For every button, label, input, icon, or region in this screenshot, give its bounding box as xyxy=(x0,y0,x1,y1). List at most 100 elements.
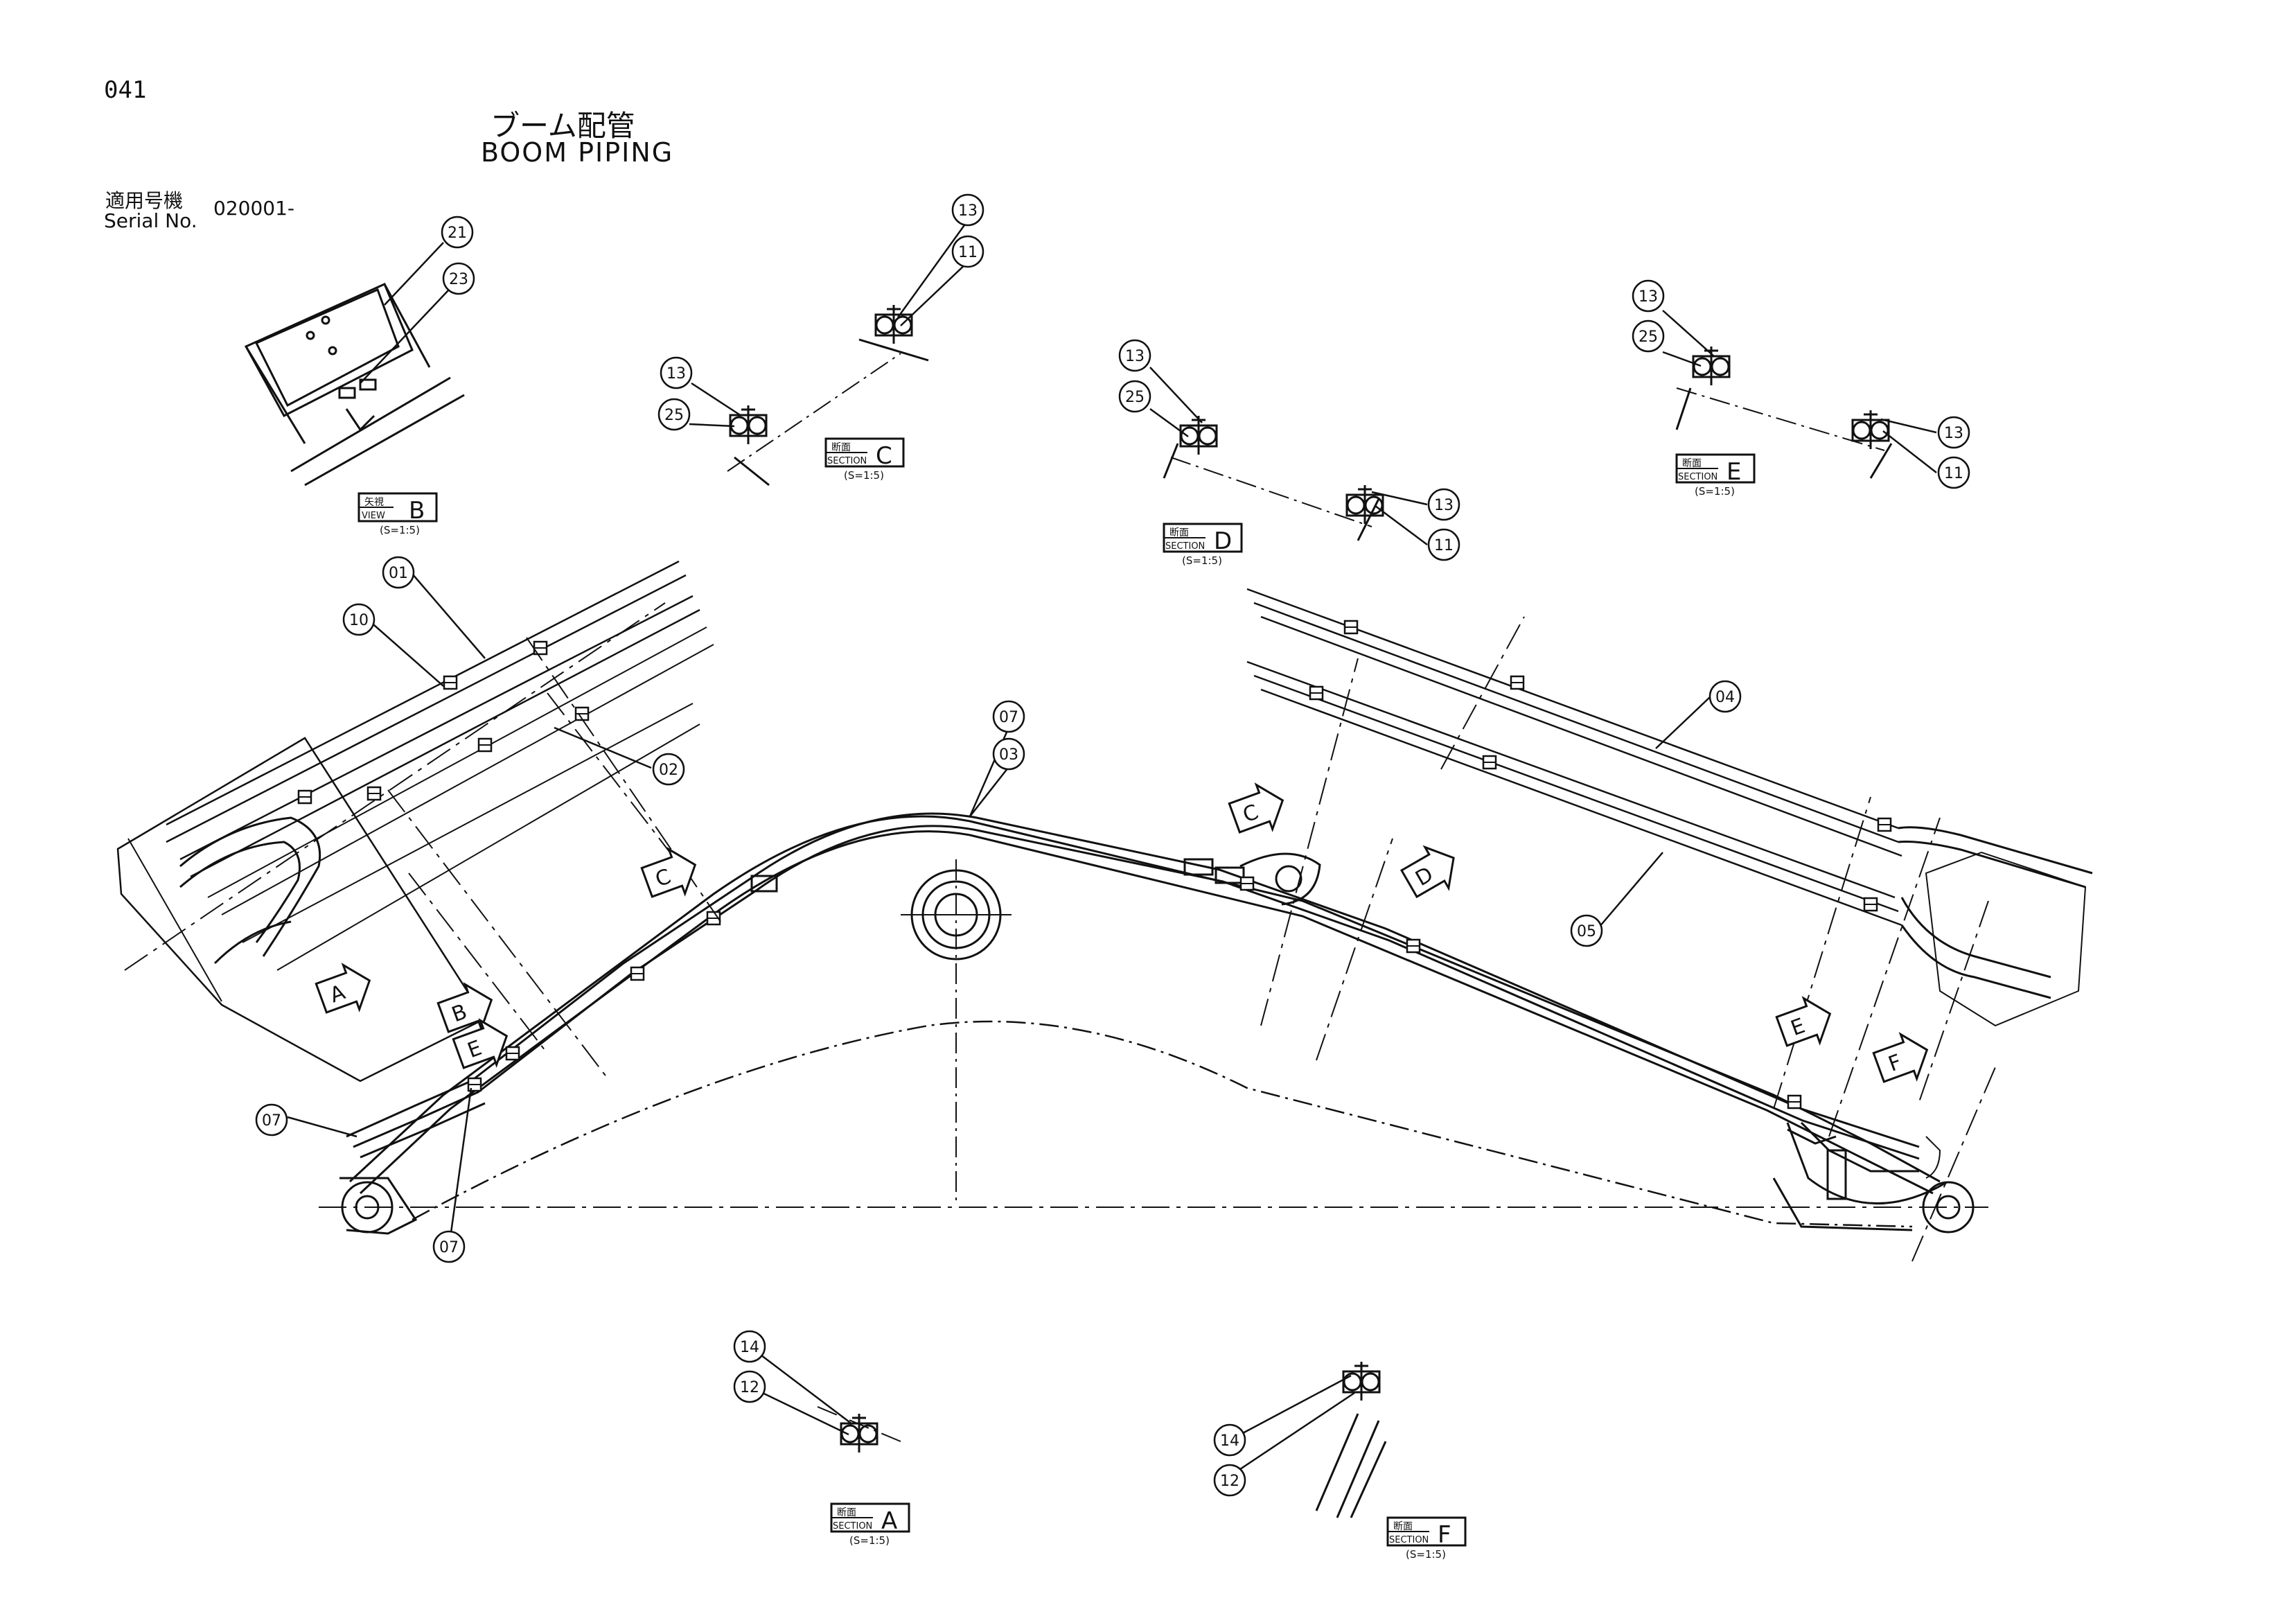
title-english: BOOM PIPING xyxy=(481,137,674,168)
callout-number: 12 xyxy=(740,1379,759,1396)
callout-bubble: 10 xyxy=(342,603,376,636)
detail-view-b xyxy=(244,283,465,486)
callout-number: 02 xyxy=(659,762,678,779)
label-kind-jp: 断面 xyxy=(1682,458,1702,469)
label-box-section-c: 断面 SECTION C (S=1:5) xyxy=(824,437,905,482)
callout-number: 10 xyxy=(349,612,369,629)
section-lines xyxy=(124,602,1996,1262)
leader-lines xyxy=(287,220,1937,1477)
callout-bubble: 12 xyxy=(733,1370,766,1403)
title-japanese: ブーム配管 xyxy=(491,109,635,143)
callout-bubble: 13 xyxy=(1427,488,1460,521)
callout-number: 07 xyxy=(999,709,1018,726)
callout-bubble: 13 xyxy=(1632,279,1665,313)
callout-bubble: 13 xyxy=(660,356,693,389)
page-number: 041 xyxy=(104,76,147,104)
callout-number: 07 xyxy=(439,1239,459,1256)
callout-number: 13 xyxy=(1434,497,1454,514)
callout-number: 11 xyxy=(958,244,978,261)
label-scale: (S=1:5) xyxy=(849,1534,890,1547)
serial-label-japanese: 適用号機 xyxy=(105,189,184,212)
callout-number: 12 xyxy=(1220,1473,1239,1490)
label-kind-en: SECTION xyxy=(827,456,867,466)
label-scale: (S=1:5) xyxy=(844,469,884,482)
callout-bubble: 14 xyxy=(733,1330,766,1363)
callout-bubble: 07 xyxy=(432,1230,466,1263)
callout-number: 13 xyxy=(958,202,978,220)
callout-number: 01 xyxy=(389,565,408,582)
label-box-section-e: 断面 SECTION E (S=1:5) xyxy=(1675,453,1756,498)
callout-bubble: 01 xyxy=(382,556,415,589)
serial-number-value: 020001- xyxy=(213,197,294,220)
callout-bubble: 11 xyxy=(1937,456,1970,489)
detail-section-f xyxy=(1315,1360,1387,1518)
callout-bubble: 12 xyxy=(1213,1464,1246,1497)
label-scale: (S=1:5) xyxy=(1695,485,1735,498)
callout-number: 14 xyxy=(740,1339,759,1356)
callout-bubble: 07 xyxy=(255,1103,288,1137)
label-kind-jp: 断面 xyxy=(831,442,851,453)
callout-number: 25 xyxy=(1639,328,1658,346)
callout-number: 21 xyxy=(448,225,467,242)
label-letter: C xyxy=(876,442,892,470)
label-letter: D xyxy=(1214,527,1232,555)
callout-bubble: 03 xyxy=(992,737,1025,771)
label-kind-en: SECTION xyxy=(833,1521,872,1532)
detail-section-c xyxy=(727,304,929,486)
callout-number: 13 xyxy=(666,365,686,383)
label-kind-jp: 断面 xyxy=(837,1507,856,1518)
callout-bubble: 13 xyxy=(1118,339,1151,372)
callouts: 21 23 13 11 13 25 13 25 13 11 13 25 13 1… xyxy=(255,193,1970,1497)
callout-number: 07 xyxy=(262,1112,281,1130)
label-kind-jp: 断面 xyxy=(1169,527,1189,538)
boom-pipes xyxy=(346,812,1920,1173)
callout-bubble: 05 xyxy=(1570,914,1603,947)
callout-number: 23 xyxy=(449,271,468,288)
callout-number: 13 xyxy=(1944,425,1963,442)
callout-number: 13 xyxy=(1125,348,1145,365)
detail-section-a xyxy=(817,1406,901,1454)
detail-section-e xyxy=(1675,345,1893,479)
label-letter: B xyxy=(409,497,425,525)
callout-bubble: 14 xyxy=(1213,1423,1246,1457)
boom-structure xyxy=(116,560,2093,1235)
callout-bubble: 21 xyxy=(441,216,474,249)
label-box-section-a: 断面 SECTION A (S=1:5) xyxy=(830,1502,910,1547)
callout-bubble: 11 xyxy=(951,235,984,268)
serial-label-english: Serial No. xyxy=(104,209,197,232)
label-scale: (S=1:5) xyxy=(1182,554,1222,567)
callout-bubble: 23 xyxy=(442,262,475,295)
label-kind-en: SECTION xyxy=(1389,1535,1429,1545)
callout-number: 04 xyxy=(1715,689,1735,706)
callout-bubble: 13 xyxy=(1937,416,1970,449)
callout-number: 11 xyxy=(1944,465,1963,482)
callout-number: 03 xyxy=(999,746,1018,764)
callout-bubble: 07 xyxy=(992,700,1025,733)
label-letter: E xyxy=(1727,458,1741,486)
label-box-view-b: 矢視 VIEW B (S=1:5) xyxy=(357,492,438,536)
label-kind-jp: 矢視 xyxy=(364,497,384,508)
callout-number: 11 xyxy=(1434,537,1454,554)
callout-bubble: 04 xyxy=(1708,680,1742,713)
callout-bubble: 11 xyxy=(1427,528,1460,561)
label-kind-jp: 断面 xyxy=(1393,1521,1413,1532)
callout-number: 14 xyxy=(1220,1432,1239,1450)
callout-bubble: 02 xyxy=(652,753,685,786)
detail-section-d xyxy=(1163,414,1384,541)
callout-number: 25 xyxy=(1125,389,1145,406)
label-letter: F xyxy=(1438,1521,1451,1549)
callout-bubble: 25 xyxy=(1632,319,1665,353)
label-scale: (S=1:5) xyxy=(1406,1548,1446,1561)
view-arrows: C D E A C B E F xyxy=(315,782,1929,1083)
callout-bubble: 25 xyxy=(657,398,691,431)
label-letter: A xyxy=(881,1507,897,1535)
label-kind-en: VIEW xyxy=(362,511,385,521)
label-kind-en: SECTION xyxy=(1678,472,1717,482)
label-scale: (S=1:5) xyxy=(380,524,420,536)
callout-bubble: 13 xyxy=(951,193,984,227)
callout-number: 13 xyxy=(1639,288,1658,306)
callout-number: 25 xyxy=(664,407,684,424)
label-box-section-d: 断面 SECTION D (S=1:5) xyxy=(1163,523,1243,567)
label-box-section-f: 断面 SECTION F (S=1:5) xyxy=(1386,1516,1467,1561)
